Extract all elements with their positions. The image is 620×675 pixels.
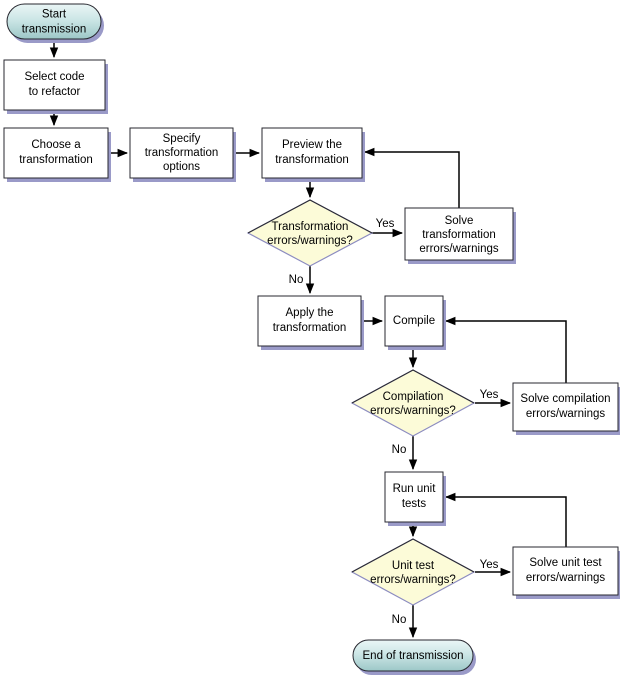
edge-solve-compile-loop [444, 316, 567, 383]
choose-transformation-label-line1: Choose a [31, 139, 81, 151]
node-solve-transformation-errors[interactable]: Solve transformation errors/warnings [404, 207, 516, 264]
node-run-unit-tests[interactable]: Run unit tests [384, 471, 446, 526]
decision-compilation-errors[interactable]: Compilation errors/warnings? [350, 369, 476, 437]
select-code-label-line2: to refactor [29, 86, 81, 98]
compile-label: Compile [393, 315, 435, 327]
node-preview-transformation[interactable]: Preview the transformation [261, 127, 365, 182]
decision-compilation-errors-label-line2: errors/warnings? [370, 405, 456, 417]
compile-shape [384, 295, 444, 347]
edge-solve-tests-loop [444, 492, 567, 547]
select-code-label-line1: Select code [24, 71, 84, 83]
choose-transformation-shape [3, 127, 109, 179]
select-code-shape [3, 59, 106, 111]
node-solve-unit-test-errors[interactable]: Solve unit test errors/warnings [512, 546, 620, 599]
run-unit-tests-label-line1: Run unit [393, 483, 437, 495]
node-choose-transformation[interactable]: Choose a transformation [3, 127, 111, 182]
start-label-line2: transmission [22, 24, 87, 36]
start-label-line1: Start [42, 9, 67, 21]
preview-transformation-label-line1: Preview the [282, 139, 342, 151]
decision-transformation-errors[interactable]: Transformation errors/warnings? [246, 199, 374, 267]
run-unit-tests-shape [384, 471, 444, 523]
edge-label-compilation-no: No [392, 444, 407, 456]
end-shape [352, 639, 474, 672]
connectors [49, 39, 567, 639]
decision-compilation-errors-top-edges [351, 369, 475, 404]
nodes-layer: Start transmission Select code to refact… [3, 3, 620, 675]
node-start[interactable]: Start transmission [6, 3, 104, 43]
decision-transformation-errors-top-edges [247, 199, 373, 234]
decision-unit-test-errors-label-line1: Unit test [392, 560, 435, 572]
specify-options-label-line1: Specify [163, 133, 201, 145]
solve-transformation-errors-shape [404, 207, 514, 261]
decision-unit-test-errors-label-line2: errors/warnings? [370, 574, 456, 586]
specify-options-label-line2: transformation [145, 147, 219, 159]
solve-unit-test-errors-label-line1: Solve unit test [529, 557, 602, 569]
node-apply-transformation[interactable]: Apply the transformation [257, 295, 364, 350]
solve-compilation-errors-shape [512, 382, 619, 432]
edge-solve-transform-loop [363, 147, 460, 208]
node-solve-compilation-errors[interactable]: Solve compilation errors/warnings [512, 382, 620, 435]
edge-label-unittest-yes: Yes [480, 559, 499, 571]
solve-unit-test-errors-label-line2: errors/warnings [526, 572, 605, 584]
decision-unit-test-errors[interactable]: Unit test errors/warnings? [350, 538, 476, 606]
preview-transformation-label-line2: transformation [275, 154, 349, 166]
node-specify-options[interactable]: Specify transformation options [129, 127, 236, 182]
edge-label-transformation-no: No [289, 274, 304, 286]
run-unit-tests-label-line2: tests [402, 498, 427, 510]
apply-transformation-label-line2: transformation [273, 322, 347, 334]
preview-transformation-shape [261, 127, 363, 179]
solve-unit-test-errors-shape [512, 546, 619, 596]
solve-transformation-errors-label-line2: transformation [422, 229, 496, 241]
end-label: End of transmission [363, 650, 464, 662]
edge-label-transformation-yes: Yes [376, 218, 395, 230]
specify-options-shape [129, 127, 234, 179]
decision-transformation-errors-label-line2: errors/warnings? [267, 235, 353, 247]
node-end[interactable]: End of transmission [352, 639, 476, 675]
node-select-code[interactable]: Select code to refactor [3, 59, 108, 114]
node-compile[interactable]: Compile [384, 295, 446, 350]
choose-transformation-label-line2: transformation [19, 154, 93, 166]
edge-label-compilation-yes: Yes [480, 389, 499, 401]
decision-unit-test-errors-top-edges [351, 538, 475, 573]
edge-labels-layer: Yes No Yes No Yes No [289, 218, 499, 626]
solve-transformation-errors-label-line3: errors/warnings [419, 243, 498, 255]
apply-transformation-shape [257, 295, 362, 347]
specify-options-label-line3: options [163, 161, 200, 173]
start-shape [6, 3, 102, 40]
edge-label-unittest-no: No [392, 614, 407, 626]
decision-compilation-errors-label-line1: Compilation [383, 391, 444, 403]
decision-transformation-errors-label-line1: Transformation [272, 221, 349, 233]
solve-compilation-errors-label-line1: Solve compilation [520, 393, 610, 405]
solve-transformation-errors-label-line1: Solve [445, 215, 474, 227]
solve-compilation-errors-label-line2: errors/warnings [526, 408, 605, 420]
apply-transformation-label-line1: Apply the [286, 307, 334, 319]
